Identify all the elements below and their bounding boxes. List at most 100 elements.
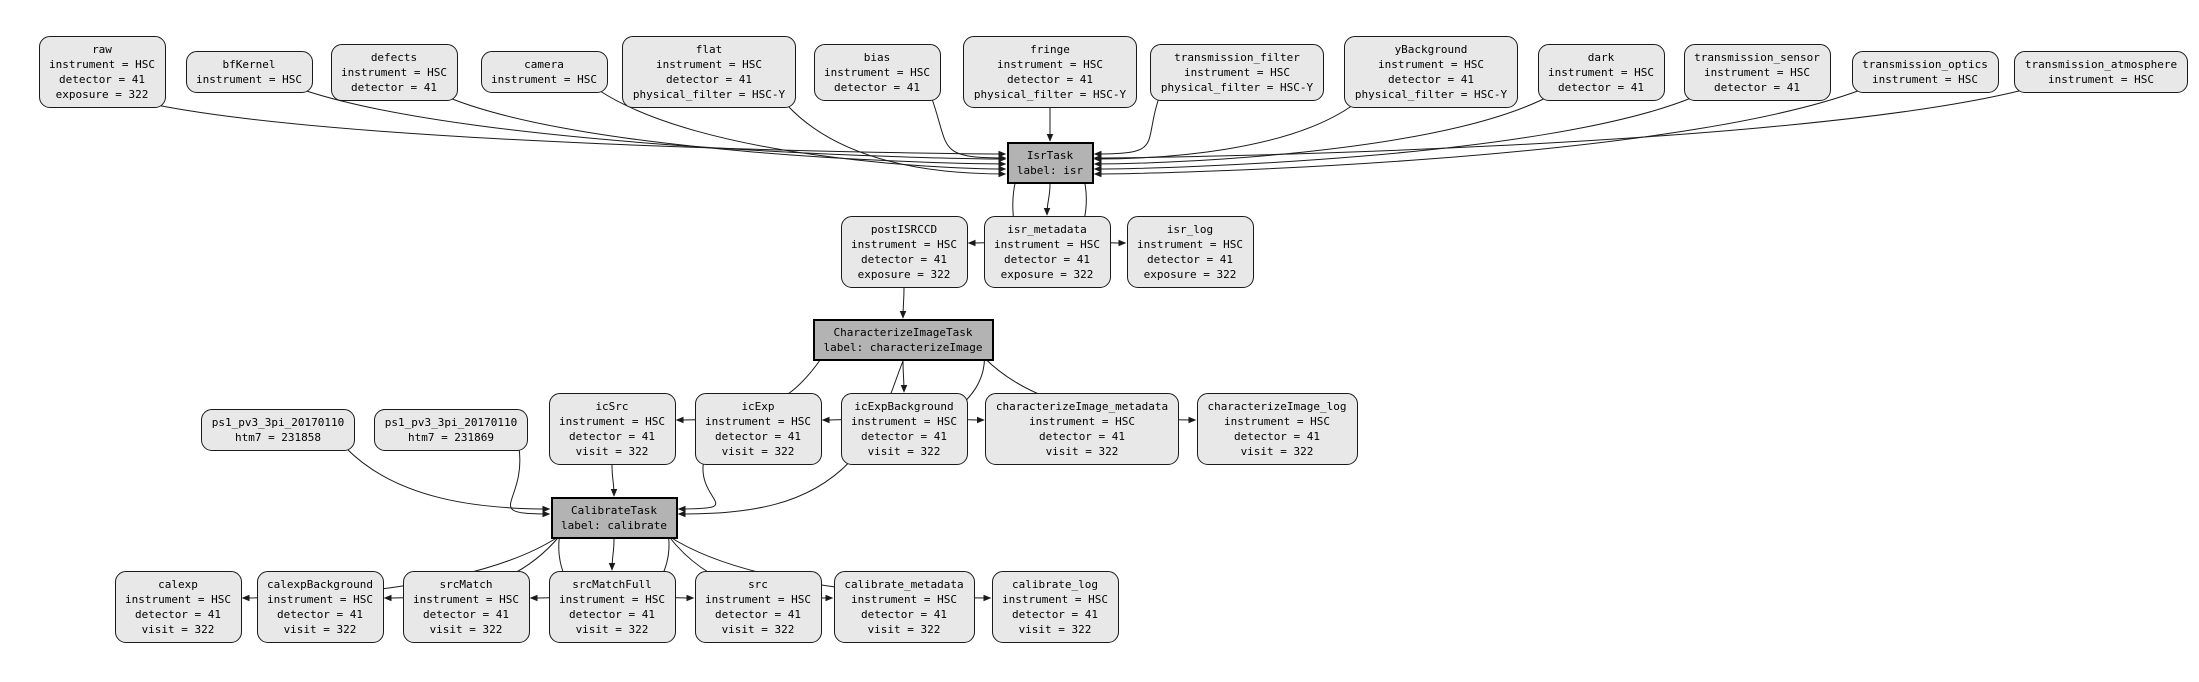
node-attribute: label: calibrate xyxy=(561,519,667,532)
node-attribute: instrument = HSC xyxy=(125,593,231,606)
node-attribute: visit = 322 xyxy=(721,445,795,458)
edge-icSrc-to-calibrate xyxy=(610,464,618,497)
node-attribute: detector = 41 xyxy=(1146,253,1234,266)
node-attribute: instrument = HSC xyxy=(491,73,597,86)
node-title: srcMatchFull xyxy=(572,578,652,591)
node-attribute: instrument = HSC xyxy=(1548,65,1654,79)
node-title: transmission_atmosphere xyxy=(2024,58,2178,71)
node-title: ps1_pv3_3pi_20170110 xyxy=(211,416,345,429)
edge-characterizeImage-to-icExpBackground xyxy=(900,360,908,393)
edge-ps1_231869-to-calibrate xyxy=(510,447,551,518)
node-attribute: visit = 322 xyxy=(1240,445,1314,458)
node-title: postISRCCD xyxy=(870,223,938,236)
edge-flat-to-isr xyxy=(786,104,1007,178)
node-attribute: label: isr xyxy=(1016,164,1084,177)
node-attribute: visit = 322 xyxy=(575,445,649,458)
edge-ps1_231858-to-calibrate xyxy=(345,447,551,513)
node-title: CalibrateTask xyxy=(570,504,658,517)
node-attribute: physical_filter = HSC-Y xyxy=(973,88,1127,101)
node-attribute: physical_filter = HSC-Y xyxy=(632,88,786,101)
node-attribute: detector = 41 xyxy=(1038,430,1126,443)
node-attribute: instrument = HSC xyxy=(656,58,762,71)
node-attribute: detector = 41 xyxy=(833,80,921,94)
node-title: isr_metadata xyxy=(1007,223,1087,236)
node-attribute: instrument = HSC xyxy=(559,415,665,428)
node-attribute: instrument = HSC xyxy=(851,238,957,251)
node-title: bias xyxy=(863,50,891,64)
node-attribute: htm7 = 231869 xyxy=(407,431,495,444)
node-attribute: detector = 41 xyxy=(350,80,438,94)
edge-calibrate-to-srcMatchFull xyxy=(608,538,616,571)
node-title: flat xyxy=(695,43,723,56)
node-title: transmission_optics xyxy=(1862,58,1988,71)
node-attribute: instrument = HSC xyxy=(1224,415,1330,428)
node-attribute: instrument = HSC xyxy=(1872,73,1978,86)
node-attribute: htm7 = 231858 xyxy=(234,431,322,444)
node-attribute: detector = 41 xyxy=(860,253,948,266)
node-attribute: instrument = HSC xyxy=(1002,593,1108,606)
node-title: fringe xyxy=(1030,43,1070,56)
node-title: camera xyxy=(524,58,564,71)
edge-yBackground-to-isr xyxy=(1093,104,1354,163)
edge-icExp-to-calibrate xyxy=(677,461,717,513)
node-attribute: instrument = HSC xyxy=(49,58,155,71)
node-attribute: visit = 322 xyxy=(283,623,357,636)
node-title: calibrate_log xyxy=(1011,578,1099,591)
node-attribute: exposure = 322 xyxy=(1000,268,1094,281)
node-attribute: detector = 41 xyxy=(134,608,222,621)
node-title: dark xyxy=(1587,50,1615,64)
node-attribute: detector = 41 xyxy=(665,73,753,86)
node-title: transmission_sensor xyxy=(1694,50,1820,64)
node-attribute: instrument = HSC xyxy=(997,58,1103,71)
node-attribute: detector = 41 xyxy=(1557,80,1645,94)
node-attribute: exposure = 322 xyxy=(1143,268,1237,281)
node-ps1_231869: ps1_pv3_3pi_20170110 htm7 = 231869 xyxy=(374,409,528,451)
node-attribute: detector = 41 xyxy=(714,430,802,443)
node-attribute: visit = 322 xyxy=(575,623,649,636)
node-attribute: instrument = HSC xyxy=(1137,238,1243,251)
node-title: src xyxy=(748,578,768,591)
node-attribute: detector = 41 xyxy=(1387,73,1475,86)
node-flat: flat instrument = HSC detector = 41 physica… xyxy=(622,36,796,108)
node-title: bfKernel xyxy=(222,58,276,71)
node-attribute: exposure = 322 xyxy=(857,268,951,281)
node-attribute: instrument = HSC xyxy=(705,415,811,428)
node-icExp: icExp instrument = HSC detector = 41 visit … xyxy=(694,393,822,465)
node-attribute: visit = 322 xyxy=(1045,445,1119,458)
node-attribute: instrument = HSC xyxy=(2048,73,2154,86)
node-attribute: detector = 41 xyxy=(58,73,146,86)
node-attribute: detector = 41 xyxy=(568,430,656,443)
node-attribute: visit = 322 xyxy=(1018,623,1092,636)
node-attribute: detector = 41 xyxy=(860,608,948,621)
edge-icExpBackground-to-calibrate xyxy=(677,461,850,518)
node-title: icExp xyxy=(741,400,775,413)
node-title: transmission_filter xyxy=(1174,50,1300,64)
node-attribute: visit = 322 xyxy=(867,623,941,636)
edge-raw-to-isr xyxy=(156,104,1007,158)
edge-postISRCCD-to-characterizeImage xyxy=(899,287,907,319)
node-attribute: instrument = HSC xyxy=(705,593,811,606)
node-attribute: detector = 41 xyxy=(1233,430,1321,443)
node-postISRCCD: postISRCCD instrument = HSC detector = 41 e… xyxy=(840,216,968,288)
node-title: defects xyxy=(370,50,418,64)
node-attribute: label: characterizeImage xyxy=(823,341,983,354)
node-title: ps1_pv3_3pi_20170110 xyxy=(384,416,518,429)
node-attribute: detector = 41 xyxy=(1003,253,1091,266)
